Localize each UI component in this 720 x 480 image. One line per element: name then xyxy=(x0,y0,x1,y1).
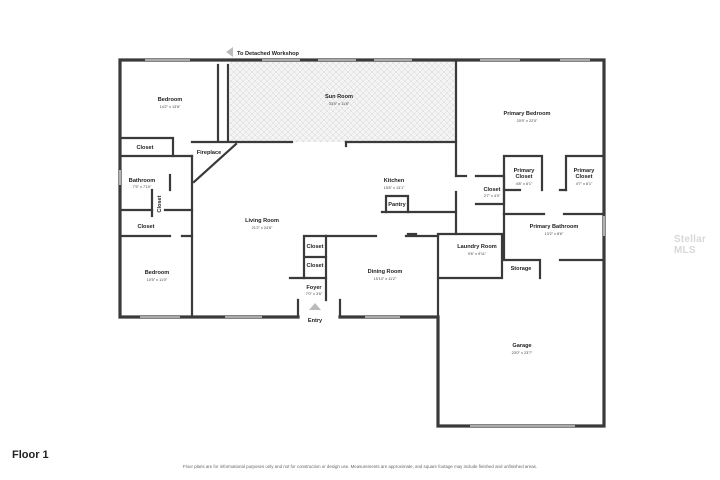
room-laundry-room-dims: 9'6" x 9'11" xyxy=(468,252,487,256)
room-sun-room-name: Sun Room xyxy=(325,94,353,100)
workshop-label: To Detached Workshop xyxy=(237,51,300,57)
room-laundry-room-name: Laundry Room xyxy=(457,244,496,250)
room-living-room-dims: 21'2" x 24'6" xyxy=(252,226,273,230)
interior-walls xyxy=(118,58,606,319)
entry-label: Entry xyxy=(308,318,323,324)
room-kitchen-dims: 15'8" x 13'1" xyxy=(384,186,405,190)
room-fireplace-name: Fireplace xyxy=(197,150,222,156)
room-primary-bedroom-name: Primary Bedroom xyxy=(504,111,551,117)
room-closet-foyer-2-name: Closet xyxy=(306,263,323,269)
primary-closet-1-line2: Closet xyxy=(515,174,532,180)
primary-closet-1-line: Primary xyxy=(514,168,536,174)
disclaimer-text: Floor plans are for informational purpos… xyxy=(182,464,538,469)
room-kitchen-name: Kitchen xyxy=(384,178,405,184)
room-primary-bathroom-name: Primary Bathroom xyxy=(530,224,579,230)
room-bathroom-dims: 7'5" x 7'10" xyxy=(133,185,152,189)
room-living-room-name: Living Room xyxy=(245,218,279,224)
windows xyxy=(119,59,605,427)
room-bedroom-2-name: Bedroom xyxy=(145,270,170,276)
watermark: Stellar MLS xyxy=(674,234,706,256)
room-closet-b-name: Closet xyxy=(157,195,163,212)
room-primary-closet-1-dims: 4'8" x 6'1" xyxy=(516,182,533,186)
room-closet-a-name: Closet xyxy=(136,145,153,151)
room-closet-kitchen-name: Closet xyxy=(483,187,500,193)
room-primary-bathroom-dims: 13'2" x 8'6" xyxy=(545,232,564,236)
room-bedroom-2-dims: 10'5" x 11'0" xyxy=(147,278,168,282)
room-storage-name: Storage xyxy=(511,266,532,272)
room-foyer-name: Foyer xyxy=(306,285,322,291)
room-closet-foyer-1-name: Closet xyxy=(306,244,323,250)
floor-label: Floor 1 xyxy=(12,449,49,461)
primary-closet-2-line2: Closet xyxy=(575,174,592,180)
room-sun-room-dims: 33'5" x 11'8" xyxy=(329,102,350,106)
room-foyer-dims: 7'0" x 3'6" xyxy=(306,292,323,296)
room-bedroom-1-dims: 14'2" x 13'8" xyxy=(160,105,181,109)
primary-closet-2-line: Primary xyxy=(574,168,596,174)
room-bedroom-1-name: Bedroom xyxy=(158,97,183,103)
room-dining-room-dims: 15'10" x 11'2" xyxy=(374,277,397,281)
sun-room-floor xyxy=(230,60,456,142)
room-primary-bedroom-dims: 20'9" x 22'0" xyxy=(517,119,538,123)
room-pantry-name: Pantry xyxy=(388,202,406,208)
entry-arrow-icon xyxy=(309,303,321,310)
room-primary-closet-2-dims: 4'7" x 6'1" xyxy=(576,182,593,186)
room-dining-room-name: Dining Room xyxy=(368,269,403,275)
room-garage-name: Garage xyxy=(512,343,531,349)
room-garage-dims: 23'0" x 23'7" xyxy=(512,351,533,355)
room-bathroom-name: Bathroom xyxy=(129,178,155,184)
room-closet-c-name: Closet xyxy=(137,224,154,230)
workshop-arrow-icon xyxy=(226,47,233,57)
room-closet-kitchen-dims: 2'7" x 4'0" xyxy=(484,194,501,198)
